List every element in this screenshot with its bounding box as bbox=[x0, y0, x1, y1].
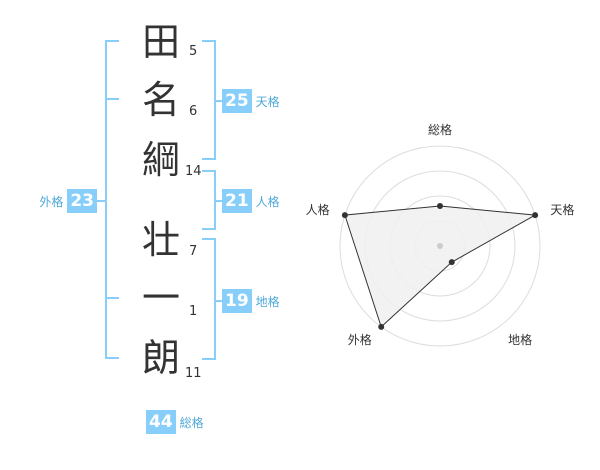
name-char-4: 壮 bbox=[141, 218, 180, 262]
stroke-count-1: 5 bbox=[189, 44, 198, 59]
jinkaku-value: 21 bbox=[222, 189, 252, 213]
stroke-count-3: 14 bbox=[185, 164, 202, 179]
chikaku-bracket-connector bbox=[214, 300, 222, 302]
tenkaku-bracket-connector bbox=[214, 100, 222, 102]
gaikaku-bracket-top bbox=[105, 40, 119, 42]
gaikaku-bracket-bottom bbox=[105, 357, 119, 359]
jinkaku-bracket-top bbox=[202, 170, 216, 172]
radar-point-1 bbox=[437, 203, 443, 209]
stroke-count-6: 11 bbox=[185, 366, 202, 381]
tenkaku-bracket-top bbox=[202, 40, 216, 42]
stroke-count-5: 1 bbox=[189, 304, 198, 319]
gaikaku-bracket-connector bbox=[97, 200, 107, 202]
radar-axis-label-3: 地格 bbox=[508, 332, 532, 347]
stroke-count-2: 6 bbox=[189, 104, 198, 119]
tenkaku-value: 25 bbox=[222, 89, 252, 113]
radar-data-polygon bbox=[344, 205, 537, 328]
tenkaku-label: 天格 bbox=[255, 94, 280, 109]
name-char-1: 田 bbox=[141, 20, 180, 64]
gaikaku-bracket-mid1 bbox=[105, 98, 119, 100]
radar-grid-ring-4 bbox=[339, 145, 541, 347]
soukaku-badge: 44 総格 bbox=[146, 410, 204, 434]
tenkaku-badge: 25 天格 bbox=[222, 89, 280, 113]
stroke-count-4: 7 bbox=[189, 244, 198, 259]
chikaku-label: 地格 bbox=[255, 294, 280, 309]
name-char-6: 朗 bbox=[141, 336, 180, 380]
gaikaku-badge: 23 外格 bbox=[39, 189, 97, 213]
name-char-2: 名 bbox=[141, 78, 180, 122]
soukaku-value: 44 bbox=[146, 410, 176, 434]
radar-axis-label-1: 総格 bbox=[428, 122, 452, 137]
radar-axis-label-4: 外格 bbox=[348, 332, 372, 347]
radar-axis-label-5: 人格 bbox=[306, 202, 330, 217]
jinkaku-badge: 21 人格 bbox=[222, 189, 280, 213]
jinkaku-bracket-connector bbox=[214, 200, 222, 202]
gaikaku-value: 23 bbox=[67, 189, 97, 213]
radar-point-5 bbox=[341, 212, 348, 219]
radar-point-2 bbox=[532, 212, 539, 219]
gaikaku-label: 外格 bbox=[39, 194, 64, 209]
name-char-5: 一 bbox=[141, 276, 180, 320]
chikaku-bracket-top bbox=[202, 238, 216, 240]
chikaku-badge: 19 地格 bbox=[222, 289, 280, 313]
name-char-3: 綱 bbox=[141, 138, 180, 182]
gaikaku-bracket bbox=[105, 40, 107, 359]
gaikaku-bracket-mid2 bbox=[105, 297, 119, 299]
radar-center-dot bbox=[437, 243, 443, 249]
radar-axis-label-2: 天格 bbox=[550, 202, 574, 217]
radar-point-4 bbox=[378, 323, 385, 330]
chikaku-bracket-bottom bbox=[202, 358, 216, 360]
jinkaku-bracket-bottom bbox=[202, 228, 216, 230]
jinkaku-label: 人格 bbox=[255, 194, 280, 209]
chikaku-bracket bbox=[214, 238, 216, 360]
tenkaku-bracket-bottom bbox=[202, 158, 216, 160]
chikaku-value: 19 bbox=[222, 289, 252, 313]
soukaku-label: 総格 bbox=[179, 415, 204, 430]
radar-point-3 bbox=[448, 259, 455, 266]
